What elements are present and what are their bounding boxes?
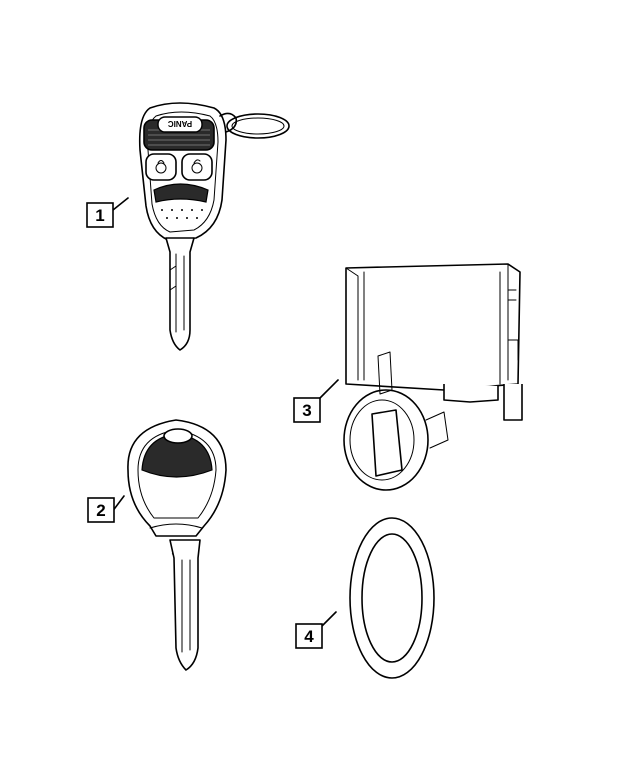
- callout-label: 4: [304, 627, 314, 646]
- callout-2: 2: [87, 497, 115, 523]
- callout-label: 3: [302, 401, 311, 420]
- panic-button-label: PANIC: [168, 119, 193, 128]
- callout-3: 3: [293, 397, 321, 423]
- immobilizer-module: [319, 263, 523, 491]
- callout-label: 2: [96, 501, 105, 520]
- key-blade-2: [169, 539, 201, 671]
- panic-button: [157, 116, 203, 133]
- module-housing: [345, 263, 521, 391]
- seal-ring: [319, 517, 435, 679]
- callout-4: 4: [295, 623, 323, 649]
- callout-label: 1: [95, 206, 104, 225]
- unlock-button: [181, 153, 213, 181]
- key-blade: [165, 237, 195, 351]
- key-fob-with-remote: PANIC: [112, 102, 290, 351]
- callout-1: 1: [86, 202, 114, 228]
- leader-line-3: [319, 379, 339, 399]
- key-ring: [226, 113, 290, 139]
- transponder-key: S: [111, 419, 227, 671]
- fob-texture: [161, 209, 203, 219]
- leader-line-1: [112, 197, 129, 211]
- lock-button: [145, 153, 177, 181]
- key-ring-hole: [163, 428, 193, 444]
